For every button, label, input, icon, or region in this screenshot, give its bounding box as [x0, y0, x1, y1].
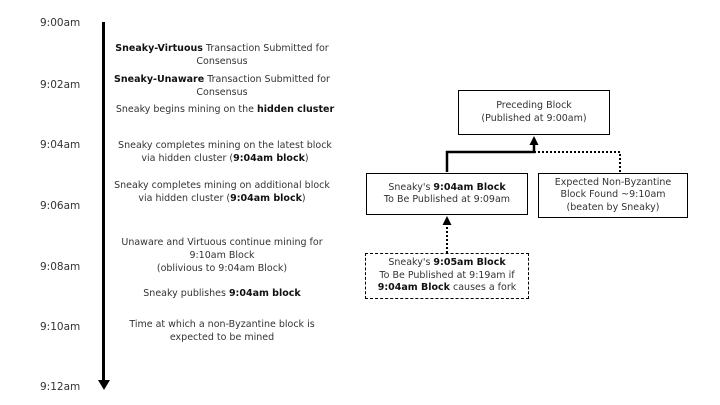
- time-label-910: 9:10am: [40, 321, 81, 333]
- sneaky-904-block: Sneaky's 9:04am Block To Be Published at…: [366, 173, 528, 215]
- event-unaware-virtuous-mining: Unaware and Virtuous continue mining for…: [121, 237, 323, 261]
- sneaky-905-block: Sneaky's 9:05am Block To Be Published at…: [365, 253, 529, 299]
- time-label-908: 9:08am: [40, 261, 81, 273]
- dotted-connector-905-to-904: [442, 216, 452, 253]
- event-additional-block-complete: Sneaky completes mining on additional bl…: [114, 180, 330, 204]
- event-sneaky-unaware: Sneaky-Unaware Transaction Submitted for…: [114, 74, 330, 98]
- time-label-900: 9:00am: [40, 17, 81, 29]
- event-hidden-cluster-start: Sneaky begins mining on the hidden clust…: [115, 104, 335, 115]
- event-sneaky-virtuous: Sneaky-Virtuous Transaction Submitted fo…: [115, 43, 329, 67]
- time-label-912: 9:12am: [40, 381, 81, 393]
- timeline-axis: [102, 22, 105, 380]
- timeline-arrowhead: [97, 380, 110, 390]
- event-latest-block-complete: Sneaky completes mining on the latest bl…: [118, 140, 332, 164]
- non-byzantine-block: Expected Non-Byzantine Block Found ~9:10…: [538, 173, 688, 218]
- time-label-906: 9:06am: [40, 200, 81, 212]
- preceding-block: Preceding Block (Published at 9:00am): [458, 90, 610, 135]
- event-non-byzantine-expected: Time at which a non-Byzantine block is e…: [129, 319, 315, 343]
- time-label-902: 9:02am: [40, 79, 81, 91]
- time-label-904: 9:04am: [40, 139, 81, 151]
- dotted-connector-nonbyzantine-to-preceding: [534, 151, 621, 172]
- event-sneaky-publishes: Sneaky publishes 9:04am block: [143, 288, 301, 299]
- solid-connector-sneaky-to-preceding: [445, 136, 539, 172]
- event-oblivious-note: (oblivious to 9:04am Block): [156, 263, 288, 274]
